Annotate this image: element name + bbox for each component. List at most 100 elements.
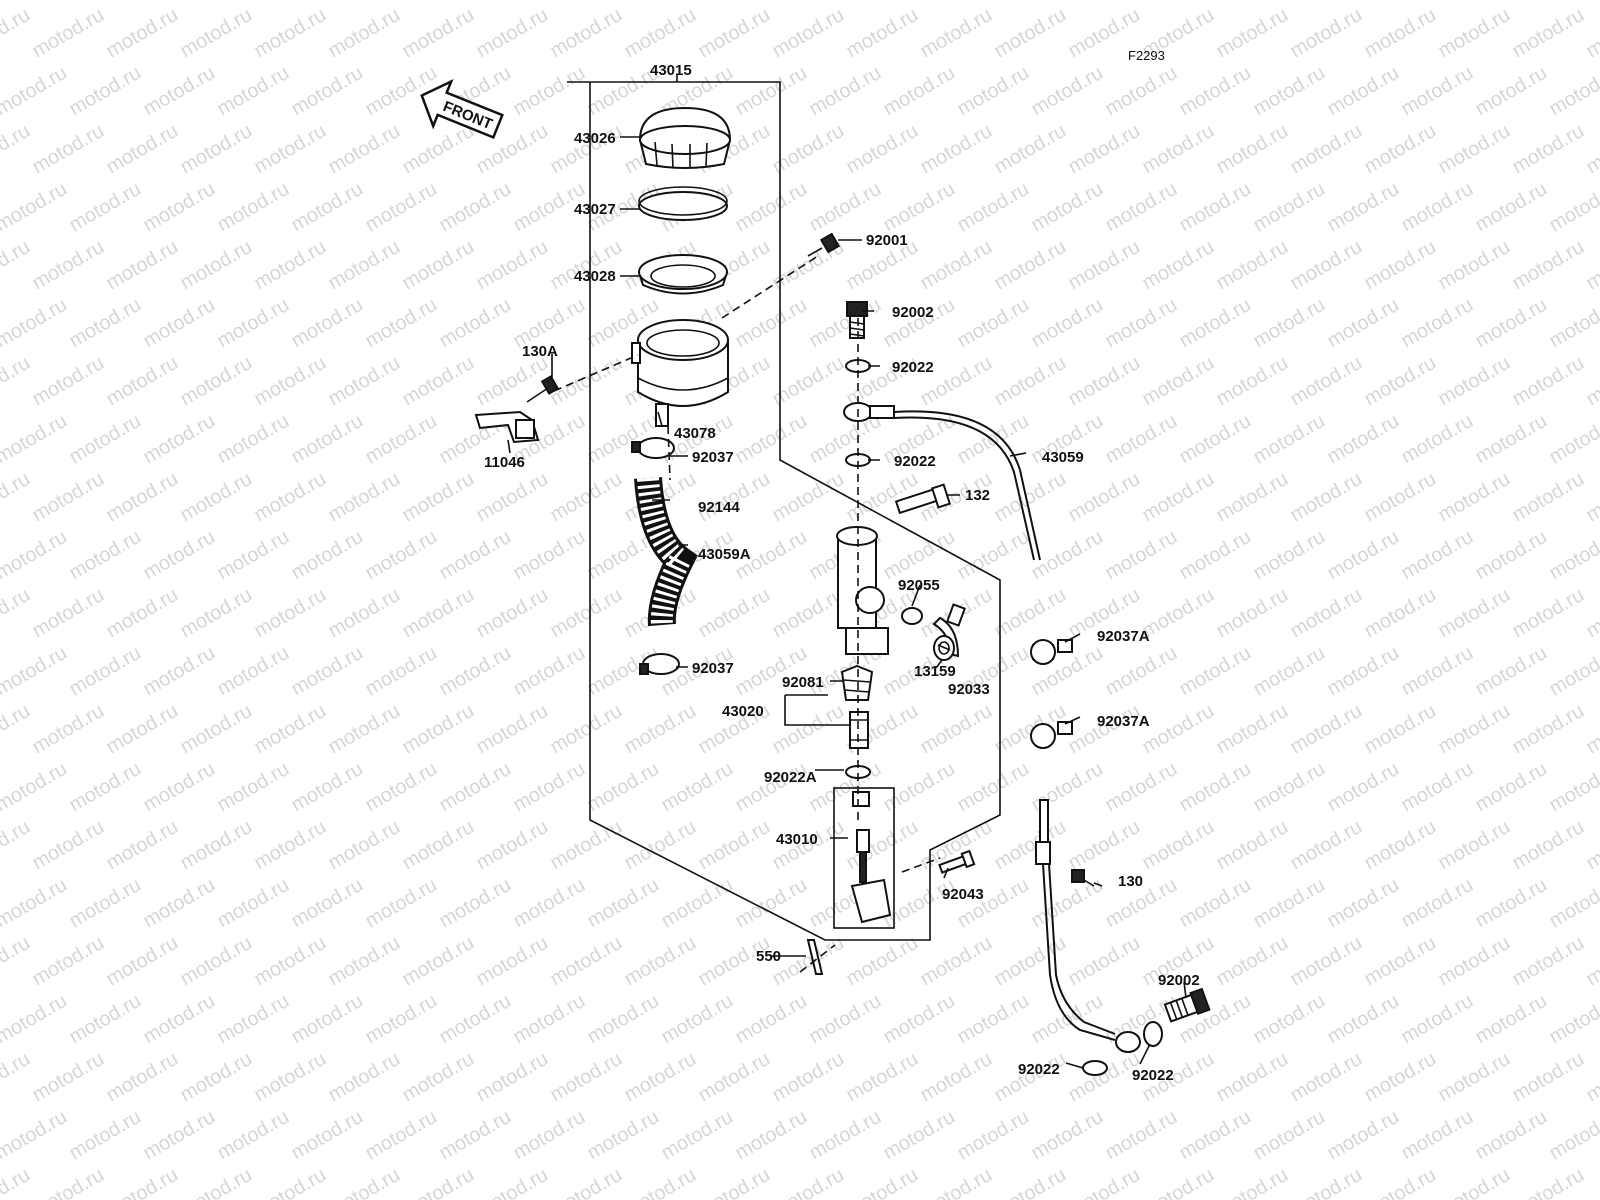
watermark-text: motod.ru [1176,62,1255,121]
watermark-text: motod.ru [1139,352,1218,411]
callout-550: 550 [756,948,781,965]
watermark-text: motod.ru [1102,410,1181,469]
washer-92022-c [1082,1060,1108,1076]
watermark-text: motod.ru [0,120,34,179]
watermark-text: motod.ru [288,642,367,701]
watermark-text: motod.ru [1435,816,1514,875]
watermark-text: motod.ru [1176,1106,1255,1165]
watermark-text: motod.ru [29,1048,108,1107]
watermark-text: motod.ru [1509,352,1588,411]
watermark-text: motod.ru [0,526,71,585]
watermark-text: motod.ru [1583,700,1600,759]
watermark-text: motod.ru [1287,1048,1366,1107]
watermark-text: motod.ru [66,294,145,353]
callout-11046: 11046 [484,454,525,471]
watermark-text: motod.ru [1176,526,1255,585]
watermark-text: motod.ru [0,0,71,4]
callout-92022-c: 92022 [1018,1061,1060,1078]
bolt-130a [526,375,560,403]
callout-92022-b: 92022 [894,453,936,470]
watermark-text: motod.ru [1324,178,1403,237]
callout-92043: 92043 [942,886,984,903]
watermark-text: motod.ru [1546,1106,1600,1165]
watermark-text: motod.ru [1102,0,1181,4]
watermark-text: motod.ru [325,4,404,63]
watermark-text: motod.ru [1435,932,1514,991]
watermark-text: motod.ru [214,294,293,353]
watermark-text: motod.ru [0,62,71,121]
watermark-text: motod.ru [436,178,515,237]
watermark-text: motod.ru [1509,584,1588,643]
watermark-text: motod.ru [1213,352,1292,411]
watermark-text: motod.ru [1213,816,1292,875]
watermark-text: motod.ru [399,352,478,411]
watermark-text: motod.ru [1028,1106,1107,1165]
watermark-text: motod.ru [1176,178,1255,237]
watermark-text: motod.ru [399,468,478,527]
watermark-text: motod.ru [29,236,108,295]
watermark-text: motod.ru [1176,410,1255,469]
watermark-text: motod.ru [362,758,441,817]
watermark-text: motod.ru [1213,236,1292,295]
watermark-text: motod.ru [473,468,552,527]
watermark-text: motod.ru [1472,294,1551,353]
watermark-text: motod.ru [1065,352,1144,411]
watermark-text: motod.ru [732,758,811,817]
watermark-text: motod.ru [1250,526,1329,585]
watermark-text: motod.ru [66,0,145,4]
watermark-text: motod.ru [1398,1106,1477,1165]
watermark-text: motod.ru [436,642,515,701]
watermark-text: motod.ru [732,990,811,1049]
watermark-text: motod.ru [399,816,478,875]
watermark-text: motod.ru [1250,294,1329,353]
watermark-text: motod.ru [1065,120,1144,179]
watermark-text: motod.ru [251,1048,330,1107]
watermark-text: motod.ru [954,758,1033,817]
watermark-text: motod.ru [288,758,367,817]
watermark-text: motod.ru [66,642,145,701]
alignment-lines [553,255,941,973]
watermark-text: motod.ru [325,468,404,527]
watermark-text: motod.ru [1398,990,1477,1049]
watermark-text: motod.ru [362,990,441,1049]
reservoir-cap [638,106,732,169]
watermark-text: motod.ru [1546,526,1600,585]
watermark-text: motod.ru [1102,62,1181,121]
watermark-text: motod.ru [806,62,885,121]
watermark-text: motod.ru [510,642,589,701]
watermark-text: motod.ru [954,294,1033,353]
watermark-text: motod.ru [1398,874,1477,933]
watermark-text: motod.ru [399,236,478,295]
watermark-text: motod.ru [1250,642,1329,701]
watermark-text: motod.ru [436,294,515,353]
watermark-text: motod.ru [584,758,663,817]
watermark-text: motod.ru [214,0,293,4]
watermark-text: motod.ru [1435,352,1514,411]
watermark-text: motod.ru [177,468,256,527]
watermark-text: motod.ru [1546,294,1600,353]
watermark-text: motod.ru [806,990,885,1049]
watermark-text: motod.ru [1287,236,1366,295]
watermark-text: motod.ru [362,526,441,585]
watermark-text: motod.ru [0,1106,71,1165]
callout-130: 130 [1118,873,1143,890]
washer-92022-d [1143,1021,1163,1047]
watermark-text: motod.ru [1509,4,1588,63]
watermark-text: motod.ru [288,294,367,353]
watermark-text: motod.ru [1583,468,1600,527]
watermark-text: motod.ru [1213,468,1292,527]
watermark-text: motod.ru [1250,0,1329,4]
watermark-text: motod.ru [66,758,145,817]
watermark-text: motod.ru [769,1164,848,1200]
watermark-text: motod.ru [1139,700,1218,759]
watermark-text: motod.ru [177,816,256,875]
watermark-text: motod.ru [1324,1106,1403,1165]
watermark-text: motod.ru [1435,1048,1514,1107]
watermark-text: motod.ru [140,410,219,469]
callout-92001: 92001 [866,232,908,249]
watermark-text: motod.ru [1213,1048,1292,1107]
watermark-text: motod.ru [1472,758,1551,817]
watermark-text: motod.ru [917,700,996,759]
watermark-text: motod.ru [843,816,922,875]
watermark-text: motod.ru [1509,236,1588,295]
